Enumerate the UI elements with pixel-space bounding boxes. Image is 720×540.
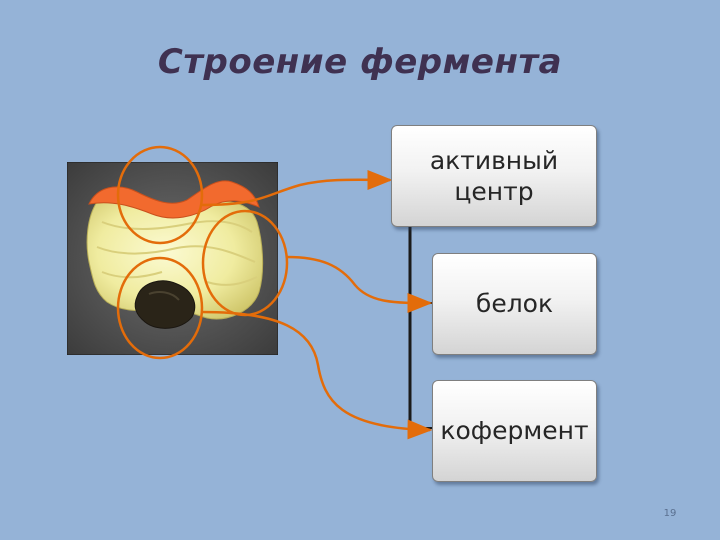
arrow-protein	[286, 255, 433, 313]
protein-box: белок	[432, 253, 597, 355]
active-center-label: активный центр	[429, 145, 559, 206]
protein-ellipse	[201, 209, 289, 317]
slide-title: Строение фермента	[157, 42, 563, 82]
coenzyme-box: кофермент	[432, 380, 597, 482]
page-number: 19	[663, 508, 677, 519]
coenzyme-ellipse	[116, 256, 204, 360]
enzyme-model-image	[67, 162, 278, 355]
active-center-box: активный центр	[391, 125, 597, 227]
active-center-ellipse	[116, 145, 204, 245]
protein-label: белок	[475, 289, 554, 319]
arrow-active-center	[201, 169, 393, 207]
arrow-coenzyme	[201, 310, 433, 440]
coenzyme-label: кофермент	[440, 416, 589, 446]
